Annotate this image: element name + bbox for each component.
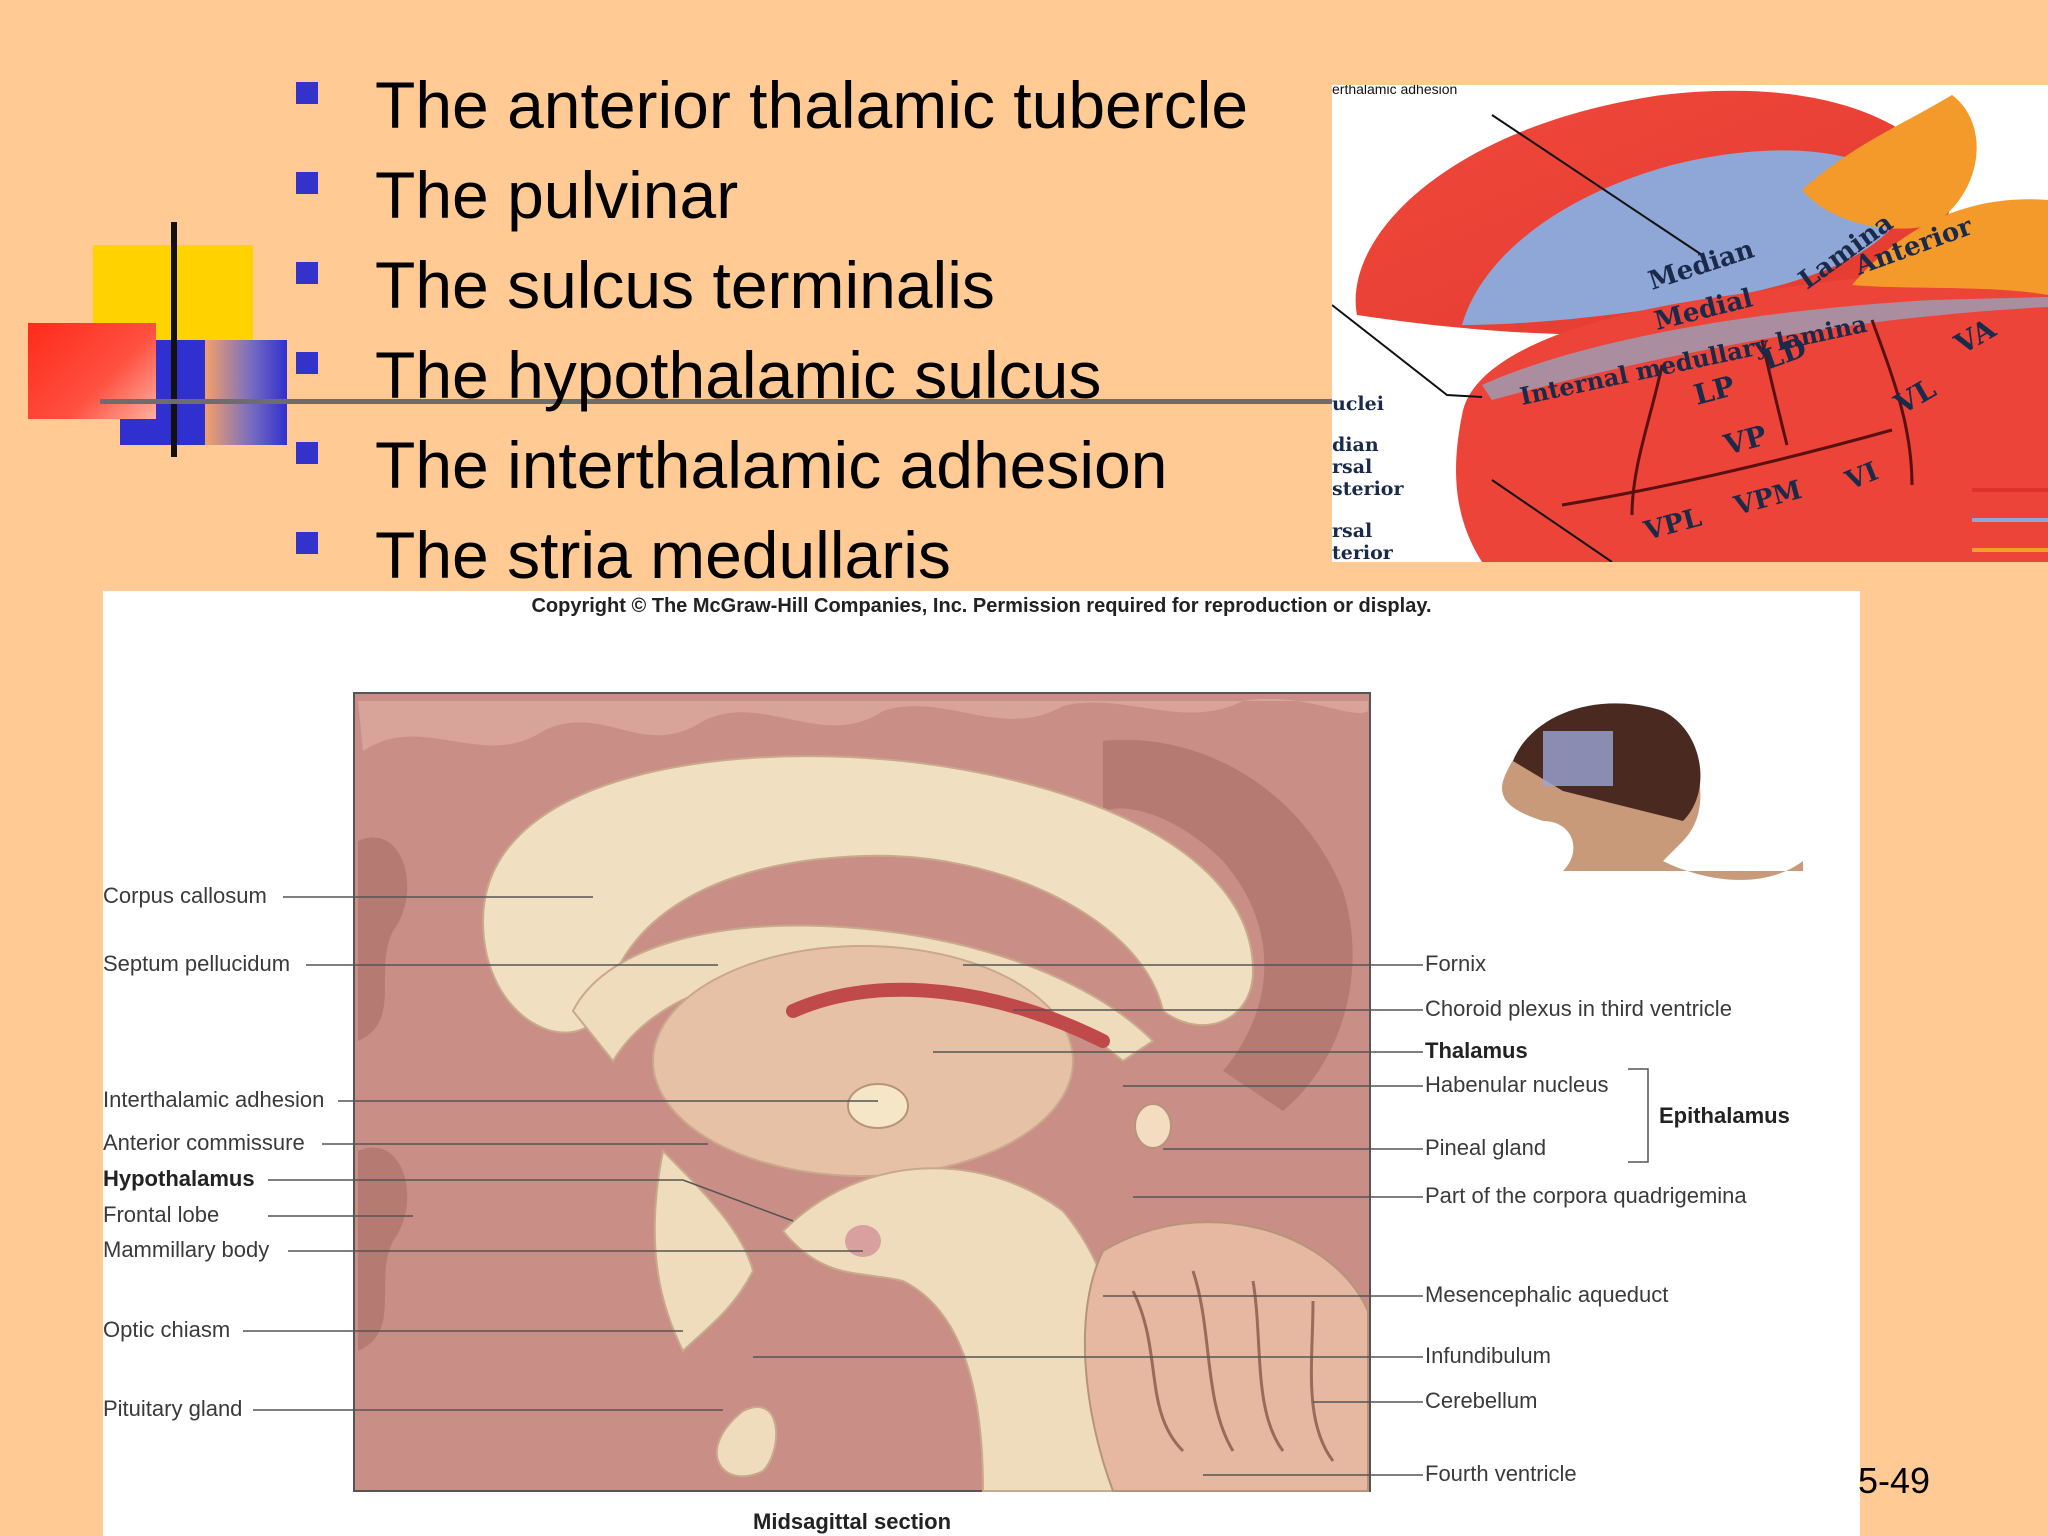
anterior-nucleus-lower (1852, 199, 2048, 295)
label-septum-pellucidum: Septum pellucidum (103, 951, 291, 976)
figure-caption: Midsagittal section (753, 1509, 952, 1534)
label-interthalamic-adhesion: Interthalamic adhesion (103, 1087, 325, 1112)
side-label: rsal (1332, 520, 1372, 542)
bullet-text: The hypothalamic sulcus (375, 338, 1102, 412)
bullet-text: The pulvinar (375, 158, 739, 232)
left-leader-lines (243, 896, 878, 1411)
bullet-square-icon (296, 442, 318, 464)
midsagittal-brain-figure: Copyright © The McGraw-Hill Companies, I… (103, 591, 1860, 1536)
deco-vertical-line (171, 222, 177, 457)
anterior-nucleus-upper (1802, 95, 1977, 229)
pituitary-shape (715, 1406, 778, 1478)
bullet-square-icon (296, 532, 318, 554)
bullet-square-icon (296, 352, 318, 374)
copyright-notice: Copyright © The McGraw-Hill Companies, I… (531, 595, 1432, 617)
bullet-square-icon (296, 172, 318, 194)
interthalamic-adhesion-shape (847, 1083, 909, 1129)
label-pineal-gland: Pineal gland (1425, 1135, 1547, 1160)
bullet-item: The hypothalamic sulcus (290, 330, 1340, 420)
label-cerebellum: Cerebellum (1425, 1388, 1538, 1413)
head-inset (1502, 703, 1803, 880)
gyri-left (358, 837, 408, 1351)
thalamus-shape (652, 945, 1074, 1177)
lower-thalamus-lobe (1456, 269, 2048, 562)
bullet-list: The anterior thalamic tubercle The pulvi… (290, 60, 1340, 600)
side-label: uclei (1332, 393, 1384, 415)
side-label: sterior (1332, 478, 1404, 500)
bullet-square-icon (296, 262, 318, 284)
bullet-text: The interthalamic adhesion (375, 428, 1168, 502)
label-pituitary-gland: Pituitary gland (103, 1396, 243, 1421)
bullet-item: The pulvinar (290, 150, 1340, 240)
slide-number: 5-49 (1858, 1460, 1931, 1501)
label-mesencephalic-aqueduct: Mesencephalic aqueduct (1425, 1282, 1669, 1307)
label-anterior-commissure: Anterior commissure (103, 1130, 305, 1155)
label-frontal-lobe: Frontal lobe (103, 1202, 220, 1227)
label-epithalamus: Epithalamus (1659, 1103, 1790, 1128)
side-label: dian (1332, 434, 1379, 456)
bullet-square-icon (296, 82, 318, 104)
label-infundibulum: Infundibulum (1425, 1343, 1551, 1368)
internal-medullary-lamina (1482, 297, 2048, 400)
label-corpus-callosum: Corpus callosum (103, 883, 267, 908)
bullet-text: The anterior thalamic tubercle (375, 68, 1249, 142)
label-choroid-plexus: Choroid plexus in third ventricle (1425, 996, 1732, 1021)
label-corpora-quadrigemina: Part of the corpora quadrigemina (1425, 1183, 1747, 1208)
label-mammillary-body: Mammillary body (103, 1237, 270, 1262)
thalamus-illustration: erthalamic adhesion Median Medial Lamina… (1332, 85, 2048, 562)
nuclei-division-lines (1561, 319, 1914, 516)
brain-illustration (243, 692, 1803, 1492)
right-leader-lines (753, 964, 1649, 1476)
label-optic-chiasm: Optic chiasm (103, 1317, 231, 1342)
gyri-top (358, 698, 1368, 751)
choroid-plexus-shape (786, 982, 1110, 1048)
leader-lines (1332, 114, 1703, 562)
label-hypothalamus: Hypothalamus (103, 1166, 255, 1191)
label-fourth-ventricle: Fourth ventricle (1425, 1461, 1577, 1486)
cerebellum-folia (1131, 1270, 1335, 1462)
bullet-item: The sulcus terminalis (290, 240, 1340, 330)
bullet-text: The stria medullaris (375, 518, 951, 592)
side-label: terior (1332, 542, 1394, 562)
bullet-item: The interthalamic adhesion (290, 420, 1340, 510)
side-label: rsal (1332, 456, 1372, 478)
deco-red-square (28, 323, 156, 419)
bullet-text: The sulcus terminalis (375, 248, 995, 322)
bullet-item: The stria medullaris (290, 510, 1340, 600)
label-habenular-nucleus: Habenular nucleus (1425, 1072, 1609, 1097)
bullet-item: The anterior thalamic tubercle (290, 60, 1340, 150)
deco-blue-gradient-square (205, 340, 287, 445)
top-label: erthalamic adhesion (1332, 85, 1457, 97)
habenular-shape (1134, 1103, 1172, 1149)
label-thalamus: Thalamus (1425, 1038, 1528, 1063)
thalamus-nuclei-figure: erthalamic adhesion Median Medial Lamina… (1332, 85, 2048, 562)
deco-horizontal-line (100, 399, 1340, 404)
brain-highlight (1543, 731, 1613, 786)
gyri-right (1103, 739, 1353, 1111)
medial-nucleus-region (1462, 150, 1912, 325)
label-fornix: Fornix (1425, 951, 1487, 976)
mammillary-shape (845, 1225, 881, 1257)
